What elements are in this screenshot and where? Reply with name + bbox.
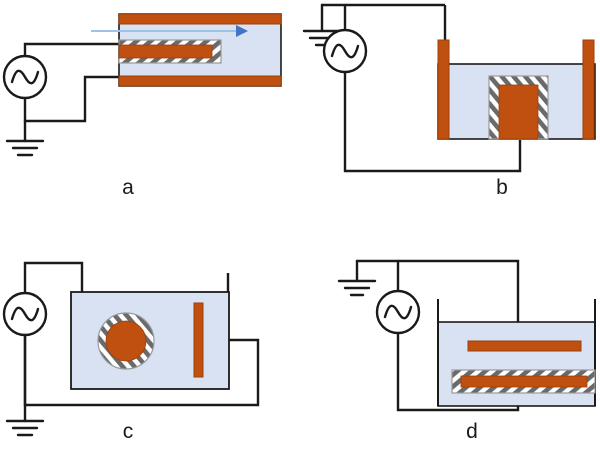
ground-a [5,119,45,157]
ac-source-d [375,289,421,335]
panel-label-a: a [122,176,134,199]
panel-label-b: b [496,176,508,199]
ground-c [5,333,45,437]
panel-a [2,13,282,157]
ac-source-c [2,291,48,337]
electrode-right-b [582,39,595,140]
panel-d [337,259,596,412]
upper-plate-d [467,340,582,352]
outer-electrode-top-a [118,13,282,25]
counter-plate-c [193,302,204,378]
center-block-b [488,75,549,140]
panel-b-wiring [343,3,522,173]
outer-electrode-bottom-a [118,75,282,87]
ac-source-b [322,28,368,74]
inner-electrode-a [118,39,222,64]
panel-label-c: c [122,420,134,443]
cylinder-electrode-c [97,312,155,370]
lower-plate-d [451,369,596,394]
panel-c [2,261,260,437]
ground-d [337,259,400,297]
ac-source-a [2,54,48,100]
panel-label-d: d [466,420,478,443]
panel-a-wiring [23,42,119,123]
electrode-left-b [437,39,450,140]
panel-b [302,3,596,173]
